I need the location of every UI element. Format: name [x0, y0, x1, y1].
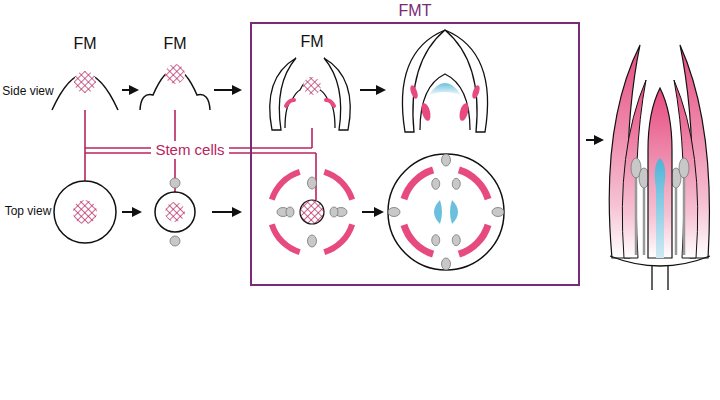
box-heading: FMT — [399, 2, 432, 20]
top-view-whorls — [388, 154, 504, 270]
stage-arrows — [122, 90, 602, 212]
stem-cell-label: Stem cells — [151, 141, 228, 160]
stage-box: FMT — [250, 22, 580, 286]
stage-label: FM — [300, 33, 323, 51]
stage-label: FM — [73, 35, 96, 53]
row-label: Top view — [5, 205, 52, 218]
row-label: Side view — [2, 85, 53, 98]
stage-label: FM — [163, 35, 186, 53]
top-view-whorls — [269, 169, 355, 255]
